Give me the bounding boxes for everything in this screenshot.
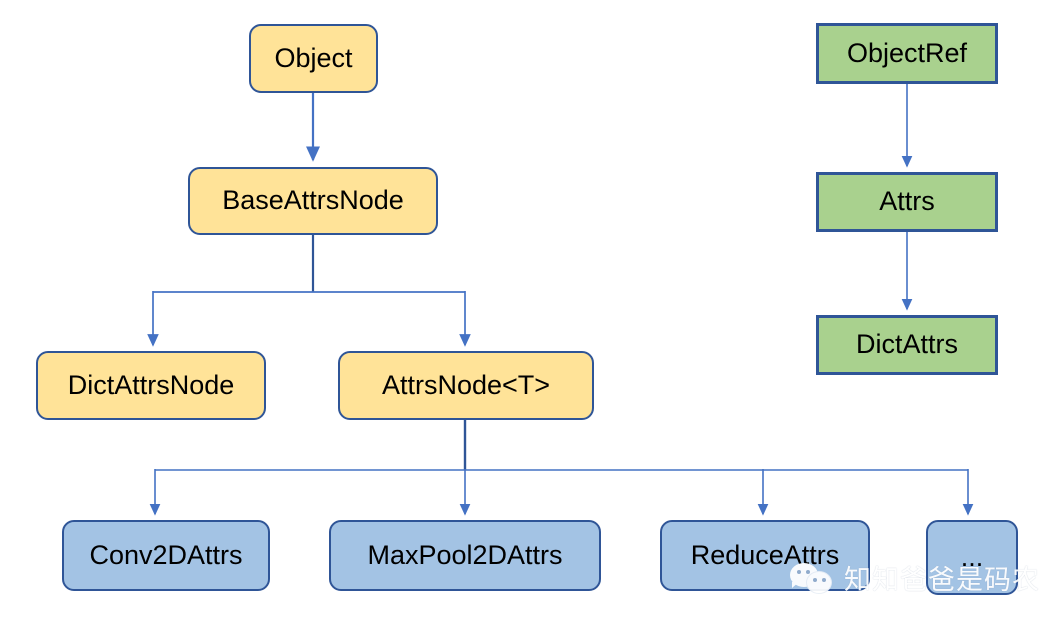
node-objectref-label: ObjectRef	[846, 37, 968, 68]
node-object-label: Object	[274, 42, 353, 73]
edge-baseattrsnode-bus	[153, 235, 465, 293]
node-baseattrsnode-label: BaseAttrsNode	[222, 185, 404, 216]
node-dictattrsnode[interactable]: DictAttrsNode	[36, 351, 266, 420]
node-dictattrsnode-label: DictAttrsNode	[67, 369, 235, 400]
node-objectref[interactable]: ObjectRef	[816, 23, 998, 84]
node-attrsnode-generic-label: AttrsNode<T>	[381, 369, 551, 400]
node-object[interactable]: Object	[249, 24, 378, 93]
node-attrs-label: Attrs	[879, 186, 935, 217]
node-reduceattrs-label: ReduceAttrs	[690, 539, 840, 570]
node-maxpool2dattrs[interactable]: MaxPool2DAttrs	[329, 520, 601, 591]
node-baseattrsnode[interactable]: BaseAttrsNode	[188, 167, 438, 235]
node-maxpool2dattrs-label: MaxPool2DAttrs	[367, 539, 563, 570]
node-conv2dattrs-label: Conv2DAttrs	[89, 539, 243, 570]
node-attrs[interactable]: Attrs	[816, 172, 998, 232]
node-ellipsis-label: ...	[960, 541, 984, 572]
node-dictattrs-label: DictAttrs	[855, 329, 958, 360]
node-dictattrs[interactable]: DictAttrs	[816, 315, 998, 375]
edge-attrsnodet-bus	[155, 420, 968, 471]
node-conv2dattrs[interactable]: Conv2DAttrs	[62, 520, 270, 591]
node-reduceattrs[interactable]: ReduceAttrs	[660, 520, 870, 591]
node-attrsnode-generic[interactable]: AttrsNode<T>	[338, 351, 594, 420]
node-ellipsis[interactable]: ...	[926, 520, 1018, 595]
